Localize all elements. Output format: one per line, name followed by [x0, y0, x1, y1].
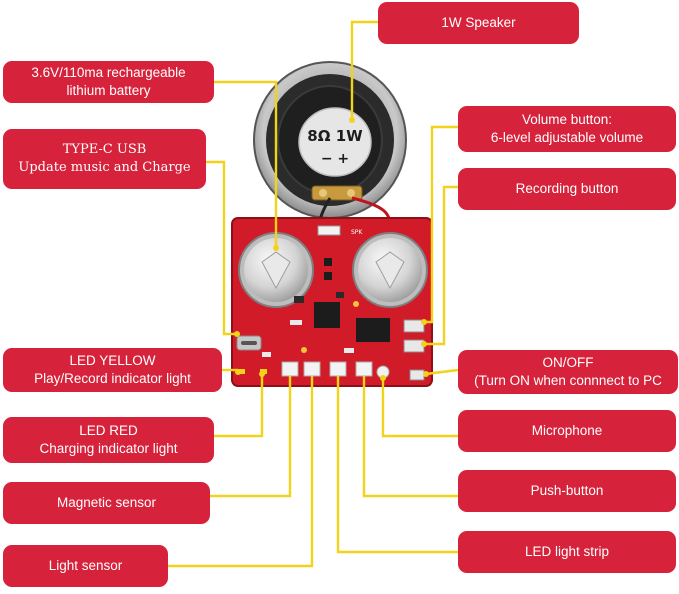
label-push-button: Push-button — [458, 470, 676, 512]
label-led-light-strip: LED light strip — [458, 531, 676, 573]
pcb-board: SPK — [231, 217, 433, 387]
label-speaker: 1W Speaker — [378, 2, 579, 44]
label-on-off: ON/OFF (Turn ON when connnect to PC — [458, 350, 678, 394]
label-usb: TYPE-C USB Update music and Charge — [3, 129, 206, 189]
label-light-sensor: Light sensor — [3, 545, 168, 587]
leader-lines — [168, 20, 459, 568]
speaker: 8Ω 1W − + — [253, 61, 407, 219]
label-magnetic-sensor: Magnetic sensor — [3, 482, 210, 524]
spk-silkscreen: SPK — [351, 229, 363, 236]
label-led-red: LED RED Charging indicator light — [3, 417, 214, 463]
label-volume-button: Volume button: 6-level adjustable volume — [458, 106, 676, 152]
label-led-yellow: LED YELLOW Play/Record indicator light — [3, 348, 222, 392]
label-recording-button: Recording button — [458, 168, 676, 210]
speaker-sticker — [298, 107, 372, 177]
label-microphone: Microphone — [458, 410, 676, 452]
label-battery: 3.6V/110ma rechargeable lithium battery — [3, 61, 214, 103]
speaker-polarity: − + — [321, 151, 349, 167]
leader-dots — [234, 117, 429, 381]
speaker-rating: 8Ω 1W — [307, 127, 363, 145]
